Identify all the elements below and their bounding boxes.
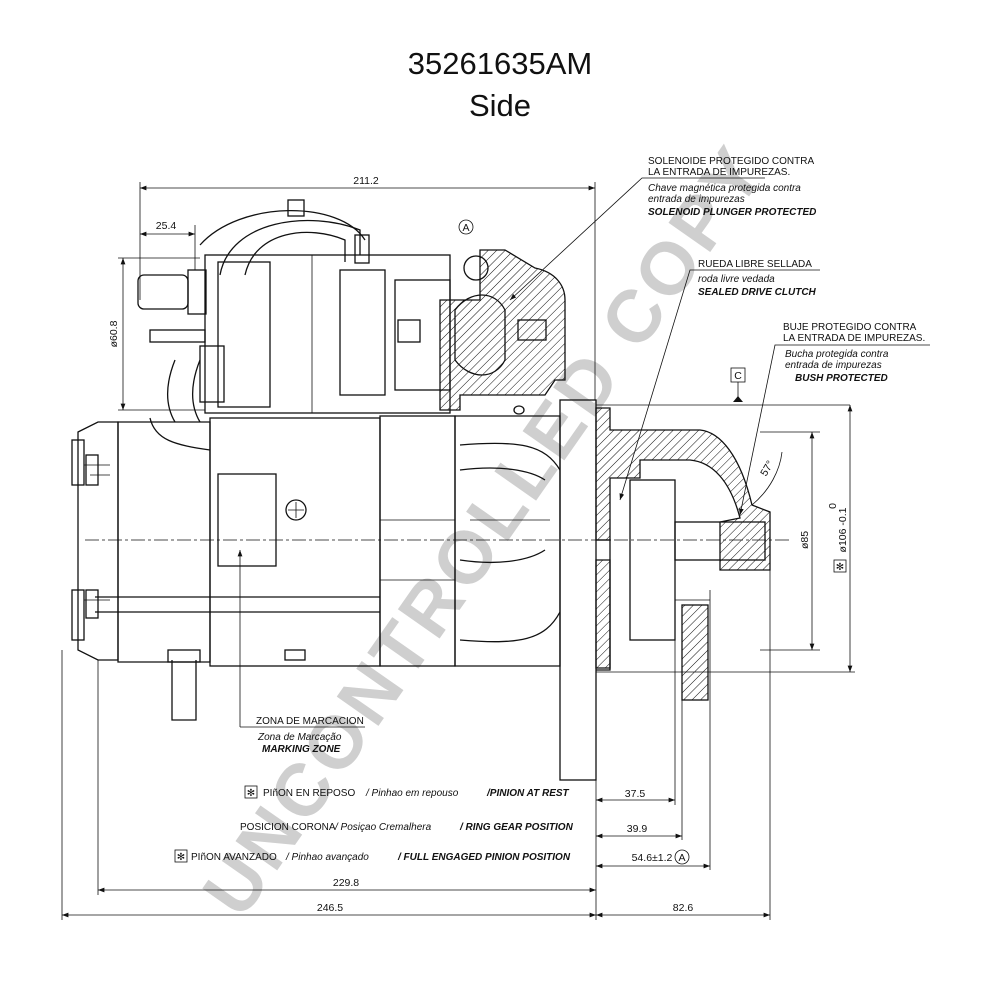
solenoid-cap [439, 249, 566, 411]
pos-engaged-es: PIñON AVANZADO [191, 852, 277, 863]
note-bush-pt1: Bucha protegida contra [785, 349, 889, 360]
note-solenoid-es2: LA ENTRADA DE IMPUREZAS. [648, 167, 790, 178]
note-clutch-pt: roda livre vedada [698, 274, 775, 285]
pos-rest-en: /PINION AT REST [486, 788, 570, 799]
view-title: Side [469, 88, 531, 123]
terminal-nut [199, 345, 225, 403]
brush-housing [117, 421, 211, 663]
note-bush-es1: BUJE PROTEGIDO CONTRA [783, 322, 917, 333]
note-marking-en: MARKING ZONE [262, 744, 341, 755]
note-clutch-es: RUEDA LIBRE SELLADA [698, 259, 812, 270]
notes: SOLENOIDE PROTEGIDO CONTRA LA ENTRADA DE… [174, 156, 930, 863]
dim-246: 246.5 [317, 902, 343, 914]
motor-yoke [209, 417, 381, 667]
pos-engaged-pt: / Pinhao avançado [285, 852, 369, 863]
terminal-stud-middle [149, 329, 206, 343]
dim-211: 211.2 [353, 175, 379, 187]
pos-ring-en: / RING GEAR POSITION [459, 822, 574, 833]
pinion-shaft [674, 521, 766, 561]
solenoid-wire [219, 219, 361, 276]
note-solenoid-en: SOLENOID PLUNGER PROTECTED [648, 207, 816, 218]
dim-82: 82.6 [673, 902, 694, 914]
note-bush-pt2: entrada de impurezas [785, 360, 882, 371]
note-solenoid-es1: SOLENOIDE PROTEGIDO CONTRA [648, 156, 814, 167]
yoke-screw [285, 499, 307, 521]
terminal-stud-top [137, 274, 189, 310]
dim-106-tol: 0 [827, 503, 839, 509]
note-marking-es: ZONA DE MARCACION [256, 716, 364, 727]
drain-tube [171, 660, 197, 721]
dim-25: 25.4 [156, 220, 177, 232]
part-number-title: 35261635AM [408, 46, 592, 81]
pos-rest-pt: / Pinhao em repouso [365, 788, 459, 799]
dim-54: 54.6±1.2 [632, 852, 673, 864]
critical-mark-engaged: ✻ [177, 852, 185, 863]
dim-37: 37.5 [625, 788, 646, 800]
datum-a-bottom: A [678, 852, 685, 864]
marking-zone [217, 473, 277, 567]
dim-angle: 57° [758, 459, 776, 479]
critical-mark-rest: ✻ [247, 788, 255, 799]
note-solenoid-pt2: entrada de impurezas [648, 194, 745, 205]
note-bush-es2: LA ENTRADA DE IMPUREZAS. [783, 333, 925, 344]
ring-gear [681, 604, 709, 701]
datum-c: C [734, 370, 742, 382]
pos-ring-es: POSICION CORONA [240, 822, 336, 833]
end-cap-boss-bottom [71, 589, 85, 641]
note-marking-pt: Zona de Marcação [257, 732, 342, 743]
solenoid-body [204, 254, 451, 414]
note-clutch-en: SEALED DRIVE CLUTCH [698, 287, 817, 298]
dimensions: 211.2 25.4 ø60.8 A C ø106 -0.1 0 ✻ ø85 [61, 175, 855, 920]
pinion [629, 479, 676, 641]
datum-a-top: A [462, 222, 469, 234]
pos-engaged-en: / FULL ENGAGED PINION POSITION [397, 852, 571, 863]
cap-bolt [463, 255, 489, 281]
cable-grommet [166, 359, 201, 423]
dim-106: ø106 -0.1 [837, 507, 849, 552]
dim-85: ø85 [799, 531, 811, 549]
note-bush-en: BUSH PROTECTED [795, 373, 888, 384]
nose-housing [595, 407, 771, 571]
starter-motor [71, 199, 790, 781]
end-cap-boss-top [71, 439, 85, 486]
dim-39: 39.9 [627, 823, 648, 835]
critical-mark-106: ✻ [836, 562, 844, 573]
note-solenoid-pt1: Chave magnética protegida contra [648, 183, 801, 194]
plunger [454, 294, 506, 376]
pos-rest-es: PIñON EN REPOSO [263, 788, 355, 799]
pos-ring-pt: / Posiçao Cremalhera [334, 822, 432, 833]
dim-60: ø60.8 [108, 320, 120, 347]
dim-229: 229.8 [333, 877, 359, 889]
